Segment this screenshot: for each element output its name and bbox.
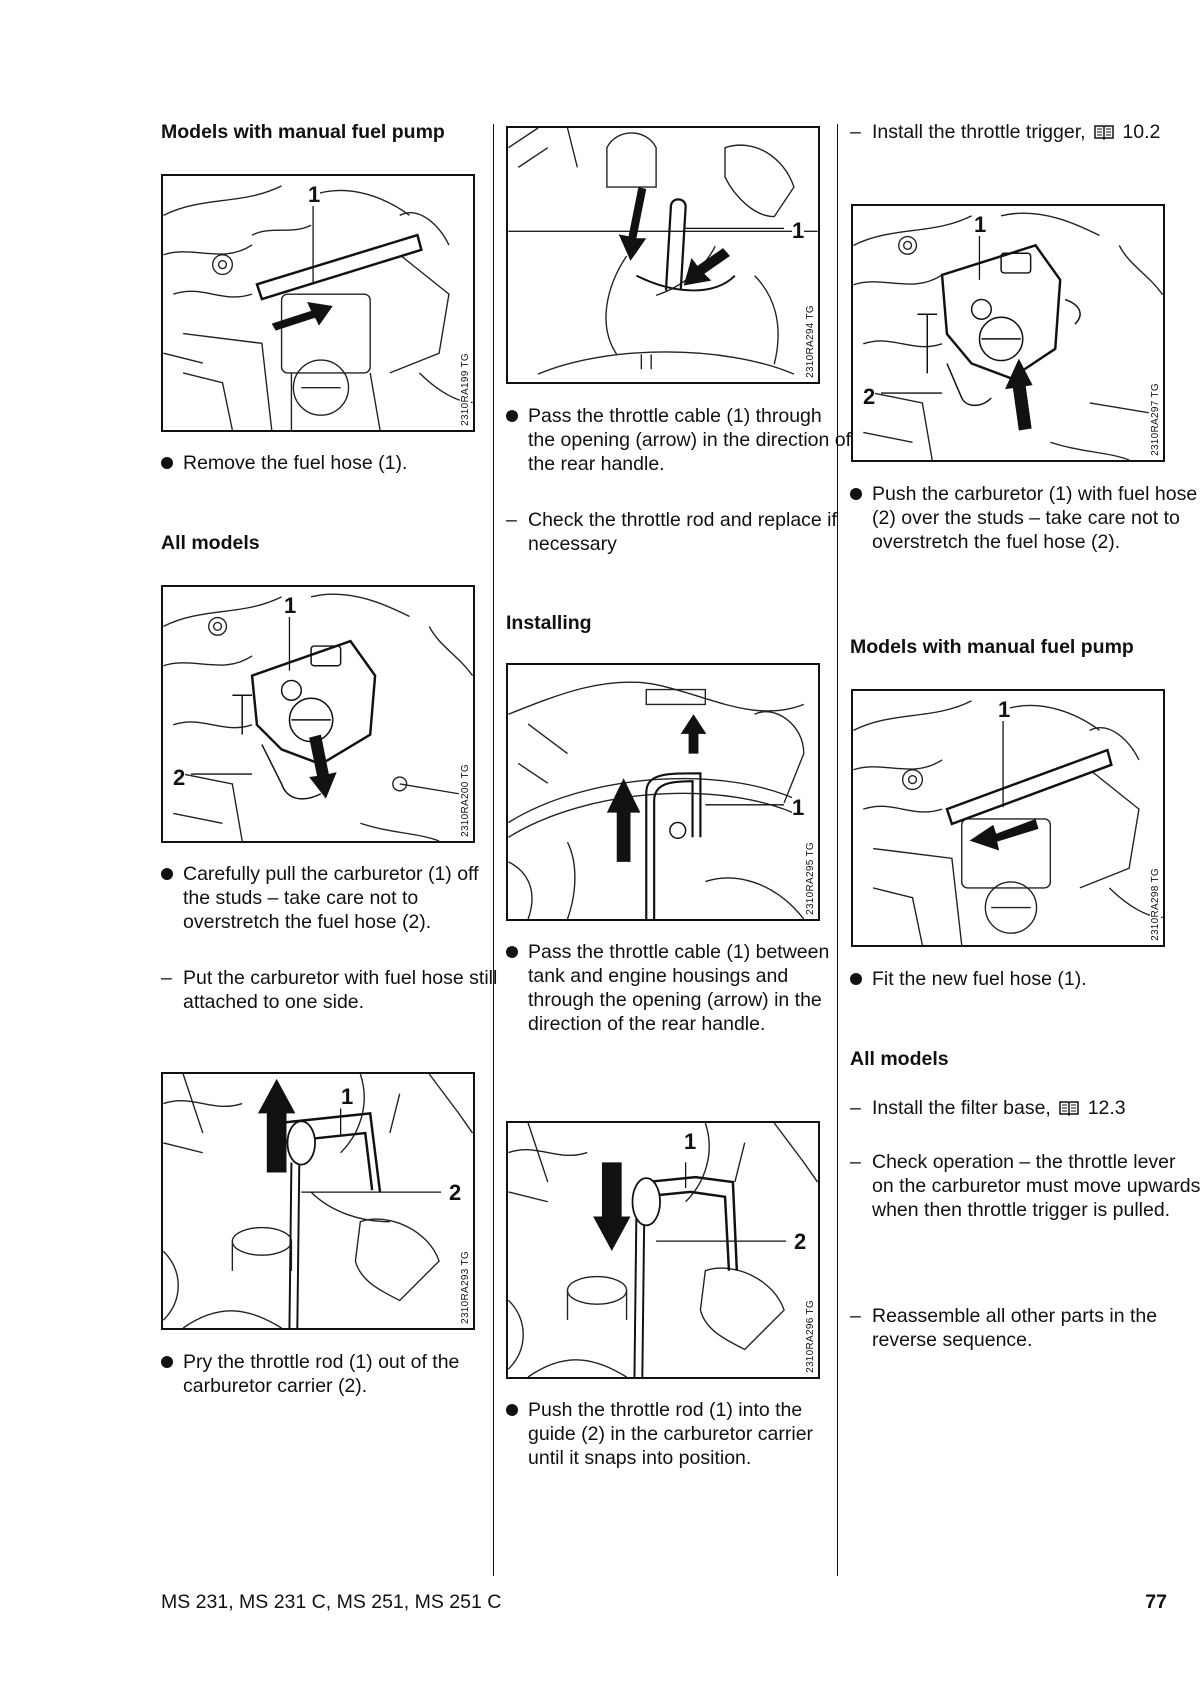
section-heading-installing: Installing: [506, 612, 592, 634]
step-reassemble: – Reassemble all other parts in the reve…: [850, 1304, 1202, 1352]
bullet-marker: [850, 482, 868, 506]
step-text: Put the carburetor with fuel hose still …: [183, 967, 498, 1013]
callout-1: 1: [792, 795, 805, 820]
figure-drawing: [162, 1073, 474, 1329]
section-heading-all-models: All models: [161, 532, 260, 554]
step-put-aside: – Put the carburetor with fuel hose stil…: [161, 966, 503, 1014]
callout-2: 2: [863, 384, 876, 409]
step-text: Pass the throttle cable (1) through the …: [528, 405, 852, 475]
step-pull-carburetor: Carefully pull the carburetor (1) off th…: [161, 862, 503, 934]
bullet-marker: [161, 451, 179, 475]
section-ref: 10.2: [1122, 121, 1161, 143]
bullet-marker: [506, 404, 524, 428]
callout-1: 1: [284, 593, 297, 618]
bullet-marker: [506, 1398, 524, 1422]
figure-push-carburetor-studs: 1 2 2310RA297 TG: [851, 204, 1165, 462]
step-text: Push the throttle rod (1) into the guide…: [528, 1399, 814, 1469]
step-text: Fit the new fuel hose (1).: [872, 968, 1087, 990]
section-heading-manual-pump-2: Models with manual fuel pump: [850, 636, 1134, 658]
step-install-filter-base: – Install the filter base, 12.3: [850, 1096, 1202, 1120]
figure-drawing: [163, 185, 473, 431]
book-reference-icon: [1094, 125, 1114, 141]
figure-drawing: [508, 127, 818, 375]
figure-code: 2310RA296 TG: [805, 1300, 816, 1373]
figure-code: 2310RA295 TG: [805, 842, 816, 915]
step-text: Push the carburetor (1) with fuel hose (…: [872, 483, 1198, 553]
step-text: Install the throttle trigger,: [872, 121, 1086, 143]
step-text: Install the filter base,: [872, 1097, 1051, 1119]
step-text: Reassemble all other parts in the revers…: [872, 1305, 1158, 1351]
figure-push-throttle-rod: 1 2 2310RA296 TG: [506, 1121, 820, 1379]
figure-fit-fuel-hose: 1 2310RA298 TG: [851, 689, 1165, 947]
bullet-marker: [850, 967, 868, 991]
bullet-marker: [161, 1350, 179, 1374]
book-reference-icon: [1059, 1101, 1080, 1117]
section-ref: 12.3: [1087, 1097, 1126, 1119]
dash-marker: –: [161, 967, 172, 989]
step-text: Pass the throttle cable (1) between tank…: [528, 941, 830, 1035]
step-pry-throttle-rod: Pry the throttle rod (1) out of the carb…: [161, 1350, 503, 1398]
figure-code: 2310RA200 TG: [460, 764, 471, 837]
section-heading-manual-pump: Models with manual fuel pump: [161, 121, 445, 143]
step-check-operation: – Check operation – the throttle lever o…: [850, 1150, 1202, 1222]
callout-2: 2: [449, 1180, 462, 1205]
figure-drawing: [853, 700, 1163, 946]
section-heading-all-models-2: All models: [850, 1048, 949, 1070]
callout-1: 1: [684, 1129, 697, 1154]
step-text: Check the throttle rod and replace if ne…: [528, 509, 837, 555]
figure-drawing: [163, 593, 474, 842]
step-text: Pry the throttle rod (1) out of the carb…: [183, 1351, 460, 1397]
step-remove-fuel-hose: Remove the fuel hose (1).: [161, 451, 503, 475]
bullet-marker: [506, 940, 524, 964]
step-install-throttle-trigger: – Install the throttle trigger, 10.2: [850, 120, 1202, 144]
step-check-throttle-rod: – Check the throttle rod and replace if …: [506, 508, 852, 556]
step-text: Remove the fuel hose (1).: [183, 452, 408, 474]
figure-install-throttle-cable: 1 2310RA295 TG: [506, 663, 820, 921]
figure-code: 2310RA294 TG: [805, 305, 816, 378]
figure-drawing: [508, 681, 805, 920]
dash-marker: –: [850, 1097, 861, 1119]
figure-code: 2310RA199 TG: [460, 353, 471, 426]
page-number: 77: [1145, 1591, 1167, 1613]
figure-pry-throttle-rod: 1 2 2310RA293 TG: [161, 1072, 475, 1330]
figure-code: 2310RA298 TG: [1150, 868, 1161, 941]
step-pass-throttle-cable: Pass the throttle cable (1) through the …: [506, 404, 852, 476]
figure-pull-carburetor: 1 2 2310RA200 TG: [161, 585, 475, 843]
step-text: Carefully pull the carburetor (1) off th…: [183, 863, 479, 933]
step-pass-between-housings: Pass the throttle cable (1) between tank…: [506, 940, 852, 1036]
callout-1: 1: [998, 697, 1011, 722]
figure-remove-fuel-hose: 1 2310RA199 TG: [161, 174, 475, 432]
callout-1: 1: [974, 212, 987, 237]
callout-1: 1: [308, 182, 321, 207]
dash-marker: –: [850, 1151, 861, 1173]
step-push-carburetor: Push the carburetor (1) with fuel hose (…: [850, 482, 1202, 554]
figure-drawing: [507, 1122, 819, 1378]
column-divider-1: [493, 124, 494, 1576]
dash-marker: –: [506, 509, 517, 531]
callout-2: 2: [794, 1229, 807, 1254]
callout-2: 2: [173, 765, 186, 790]
figure-pass-throttle-cable: 1 2310RA294 TG: [506, 126, 820, 384]
bullet-marker: [161, 862, 179, 886]
footer-model-list: MS 231, MS 231 C, MS 251, MS 251 C: [161, 1591, 502, 1613]
dash-marker: –: [850, 121, 861, 143]
figure-code: 2310RA293 TG: [460, 1251, 471, 1324]
dash-marker: –: [850, 1305, 861, 1327]
step-text: Check operation – the throttle lever on …: [872, 1151, 1201, 1221]
step-push-throttle-rod: Push the throttle rod (1) into the guide…: [506, 1398, 852, 1470]
step-fit-new-fuel-hose: Fit the new fuel hose (1).: [850, 967, 1202, 991]
figure-code: 2310RA297 TG: [1150, 383, 1161, 456]
figure-drawing: [853, 212, 1164, 461]
column-divider-2: [837, 124, 838, 1576]
callout-1: 1: [341, 1084, 354, 1109]
callout-1: 1: [792, 218, 805, 243]
